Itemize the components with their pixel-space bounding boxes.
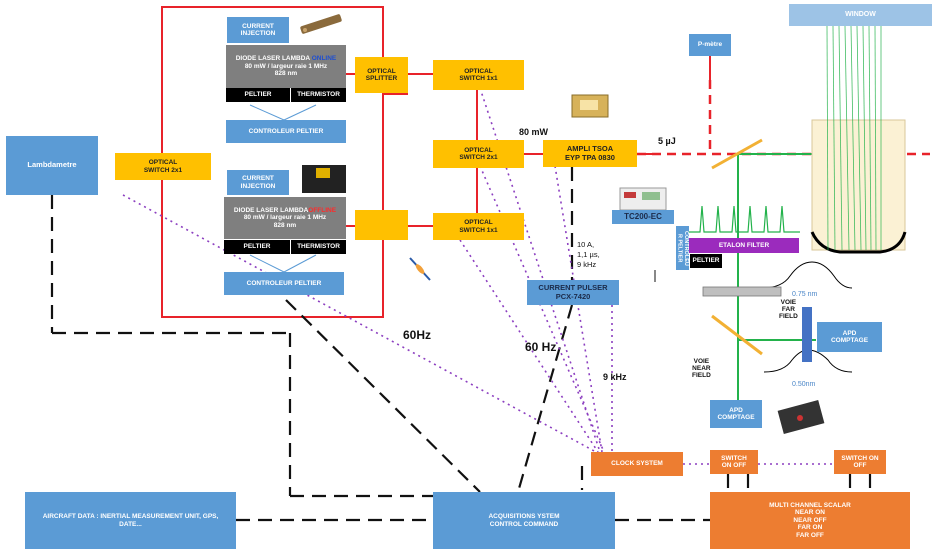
- ampli-tsoa: AMPLI TSOA EYP TPA 0830: [543, 140, 637, 167]
- rate-60hz-a: 60Hz: [403, 328, 432, 342]
- thermistor-bottom: THERMISTOR: [291, 240, 346, 254]
- window-box: WINDOW: [789, 4, 932, 26]
- optical-switch-1x1-bottom: OPTICAL SWITCH 1x1: [433, 213, 524, 240]
- tc200-image: [619, 187, 667, 211]
- laser-offline-spec: 80 mW / largeur raie 1 MHz 828 nm: [243, 214, 327, 229]
- laser-online-box: DIODE LASER LAMBDA ONLINE 80 mW / largeu…: [226, 45, 346, 88]
- etalon-comb-spectrum: [688, 205, 800, 233]
- laser-diode-image-top: [300, 14, 342, 34]
- rate-60hz-b: 60 Hz: [525, 340, 557, 354]
- laser-offline-box: DIODE LASER LAMBDAOFFLINE 80 mW / largeu…: [224, 197, 346, 239]
- telescope-body: [811, 119, 906, 251]
- peltier-etalon: PELTIER: [690, 254, 722, 268]
- laser-online-spec: 80 mW / largeur raie 1 MHz 828 nm: [244, 62, 328, 78]
- acquisition-system: ACQUISITIONS YSTEM CONTROL COMMAND: [433, 492, 615, 549]
- laser-diode-image-bottom: [302, 165, 346, 193]
- current-injection-bottom: CURRENT INJECTION: [227, 170, 289, 195]
- energy-label: 5 µJ: [658, 136, 676, 146]
- etalon-filter: ETALON FILTER: [689, 238, 799, 253]
- laser-online-tag: ONLINE: [311, 55, 337, 63]
- fiber-image: [409, 257, 431, 281]
- laser-offline-title: DIODE LASER LAMBDA: [233, 206, 309, 214]
- p-metre: P-mètre: [689, 34, 731, 56]
- controleur-peltier-vertical: CONTROLEU R PELTIER: [676, 226, 689, 270]
- pulser-params-label: 10 A, 1,1 µs, 9 kHz: [577, 240, 600, 270]
- current-injection-top: CURRENT INJECTION: [227, 17, 289, 43]
- width-075-label: 0.75 nm: [792, 291, 818, 298]
- interference-filter-plate: [702, 286, 782, 297]
- optical-splitter-bottom: [355, 210, 408, 240]
- controleur-peltier-top: CONTROLEUR PELTIER: [226, 120, 346, 143]
- timing-dotted-lines: [122, 87, 834, 465]
- peltier-bottom: PELTIER: [224, 240, 290, 254]
- optical-switch-2x1-left: OPTICAL SWITCH 2x1: [115, 153, 211, 180]
- switch-on-off-right: SWITCH ON OFF: [834, 450, 886, 474]
- apd-comptage-bottom: APD COMPTAGE: [710, 400, 762, 428]
- voie-far-label: VOIE FAR FIELD: [779, 299, 798, 320]
- green-return-path: [737, 153, 816, 400]
- far-field-filter: [802, 307, 812, 362]
- controleur-peltier-bottom: CONTROLEUR PELTIER: [224, 272, 344, 295]
- current-pulser: CURRENT PULSER PCX-7420: [527, 280, 619, 305]
- power-label: 80 mW: [519, 127, 549, 137]
- amplifier-image: [571, 94, 609, 118]
- thermistor-top: THERMISTOR: [291, 88, 346, 102]
- apd-comptage-right: APD COMPTAGE: [817, 322, 882, 352]
- beam-splitter-bottom: [711, 314, 763, 356]
- voie-near-label: VOIE NEAR FIELD: [692, 358, 711, 379]
- switch-on-off-left: SWITCH ON OFF: [710, 450, 758, 474]
- width-050-label: 0.50nm: [792, 381, 816, 388]
- optical-switch-1x1-top: OPTICAL SWITCH 1x1: [433, 60, 524, 90]
- clock-system: CLOCK SYSTEM: [591, 452, 683, 476]
- filter-curve-075: [761, 261, 853, 289]
- apd-image: [777, 399, 825, 435]
- multi-channel-scalar: MULTI CHANNEL SCALAR NEAR ON NEAR OFF FA…: [710, 492, 910, 549]
- optical-splitter: OPTICAL SPLITTER: [355, 57, 408, 93]
- window-beam-rays: [826, 25, 882, 251]
- control-dashed-lines: [50, 167, 872, 522]
- laser-online-title: DIODE LASER LAMBDA: [235, 55, 310, 63]
- tc200-ec: TC200-EC: [612, 210, 674, 224]
- laser-offline-tag: OFFLINE: [308, 206, 337, 214]
- aircraft-data: AIRCRAFT DATA : INERTIAL MEASUREMENT UNI…: [25, 492, 236, 549]
- peltier-top: PELTIER: [226, 88, 290, 102]
- beam-splitter-top: [711, 138, 763, 170]
- telescope-mirror: [810, 231, 907, 254]
- controller-feedback-arrows: [249, 104, 317, 273]
- optical-switch-2x1-mid: OPTICAL SWITCH 2x1: [433, 140, 524, 168]
- rate-9khz: 9 kHz: [603, 372, 627, 382]
- lambdametre-box: Lambdametre: [6, 136, 98, 195]
